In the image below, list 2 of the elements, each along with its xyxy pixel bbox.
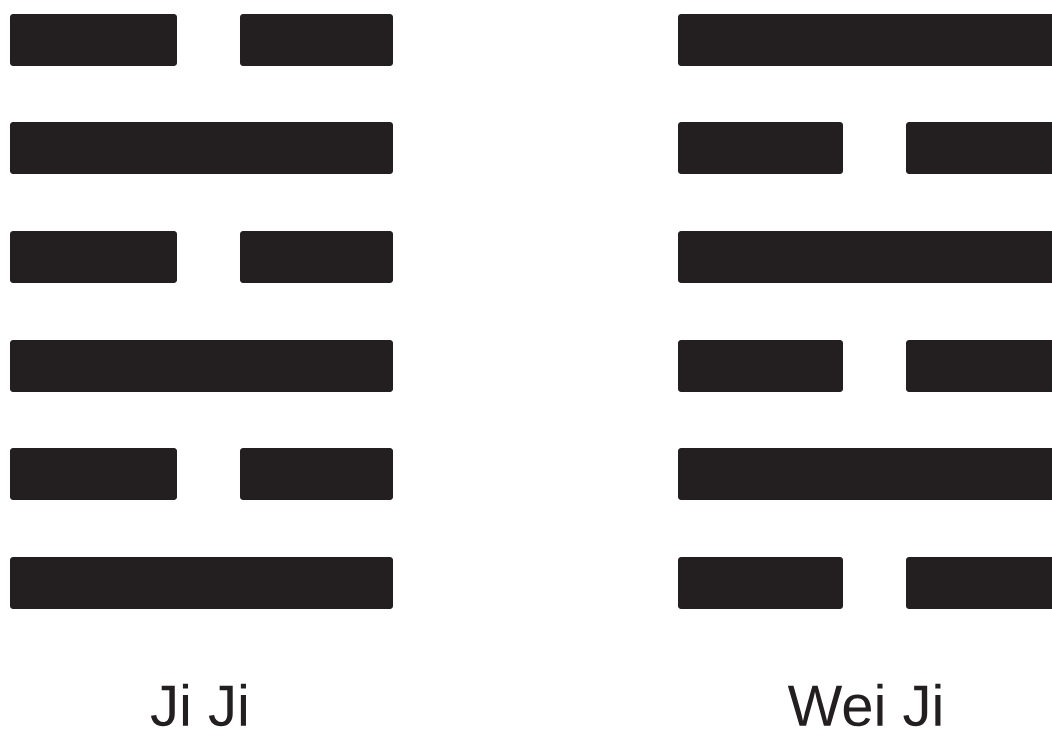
hexagram-label: Ji Ji [150, 683, 246, 727]
hexagram-label: Wei Ji [787, 683, 941, 727]
